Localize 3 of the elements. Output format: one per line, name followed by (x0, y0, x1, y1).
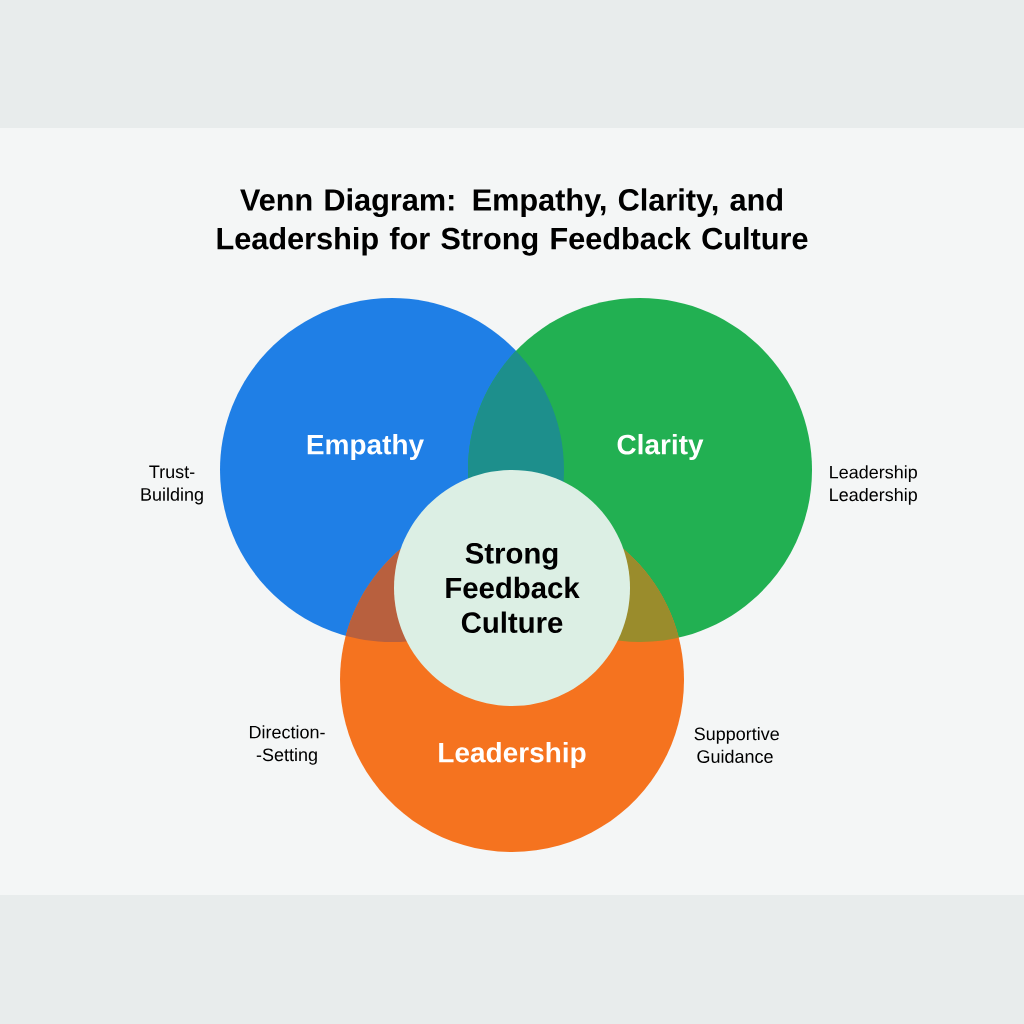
side-label: Leadership Leadership (830, 465, 917, 505)
title: Venn Diagram: Empathy, Clarity, and Leadership for Strong Feedback Culture (217, 188, 808, 256)
side-label: Trust- Building (141, 465, 203, 505)
